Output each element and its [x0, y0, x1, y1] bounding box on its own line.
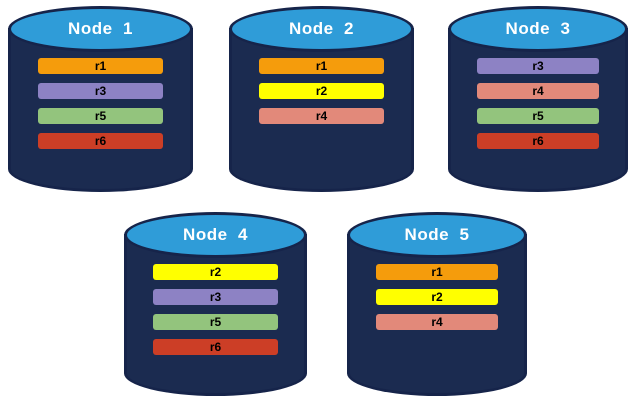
replica-stack: r1 r2 r4 [229, 58, 414, 133]
cylinder-top [347, 212, 527, 258]
replica-bar[interactable]: r5 [37, 108, 164, 124]
node-label: Node 5 [404, 225, 470, 244]
replica-bar[interactable]: r4 [258, 108, 385, 124]
cylinder-top [448, 6, 628, 52]
replica-bar[interactable]: r5 [153, 314, 278, 330]
node-cylinder-5[interactable]: Node 5 r1 r2 r4 [347, 212, 527, 396]
replica-bar[interactable]: r4 [375, 314, 499, 330]
node-label: Node 1 [68, 19, 133, 38]
replica-bar[interactable]: r5 [476, 108, 600, 124]
replica-bar[interactable]: r1 [37, 58, 164, 74]
replica-bar[interactable]: r3 [476, 58, 600, 74]
replica-bar[interactable]: r2 [375, 289, 499, 305]
replica-stack: r2 r3 r5 r6 [124, 264, 307, 364]
node-label: Node 2 [289, 19, 354, 38]
replica-bar[interactable]: r6 [153, 339, 278, 355]
cylinder-top [8, 6, 193, 52]
node-cylinder-3[interactable]: Node 3 r3 r4 r5 r6 [448, 6, 628, 192]
replica-bar[interactable]: r4 [476, 83, 600, 99]
replica-stack: r3 r4 r5 r6 [448, 58, 628, 158]
node-label: Node 3 [505, 19, 571, 38]
replica-bar[interactable]: r6 [37, 133, 164, 149]
replica-bar[interactable]: r1 [375, 264, 499, 280]
replica-bar[interactable]: r1 [258, 58, 385, 74]
replica-bar[interactable]: r3 [37, 83, 164, 99]
node-cylinder-4[interactable]: Node 4 r2 r3 r5 r6 [124, 212, 307, 396]
replica-bar[interactable]: r2 [258, 83, 385, 99]
node-cylinder-2[interactable]: Node 2 r1 r2 r4 [229, 6, 414, 192]
replica-bar[interactable]: r2 [153, 264, 278, 280]
replica-stack: r1 r2 r4 [347, 264, 527, 339]
replica-bar[interactable]: r3 [153, 289, 278, 305]
node-label: Node 4 [183, 225, 248, 244]
replica-bar[interactable]: r6 [476, 133, 600, 149]
cylinder-top [124, 212, 307, 258]
node-cylinder-1[interactable]: Node 1 r1 r3 r5 r6 [8, 6, 193, 192]
cylinder-top [229, 6, 414, 52]
replica-stack: r1 r3 r5 r6 [8, 58, 193, 158]
